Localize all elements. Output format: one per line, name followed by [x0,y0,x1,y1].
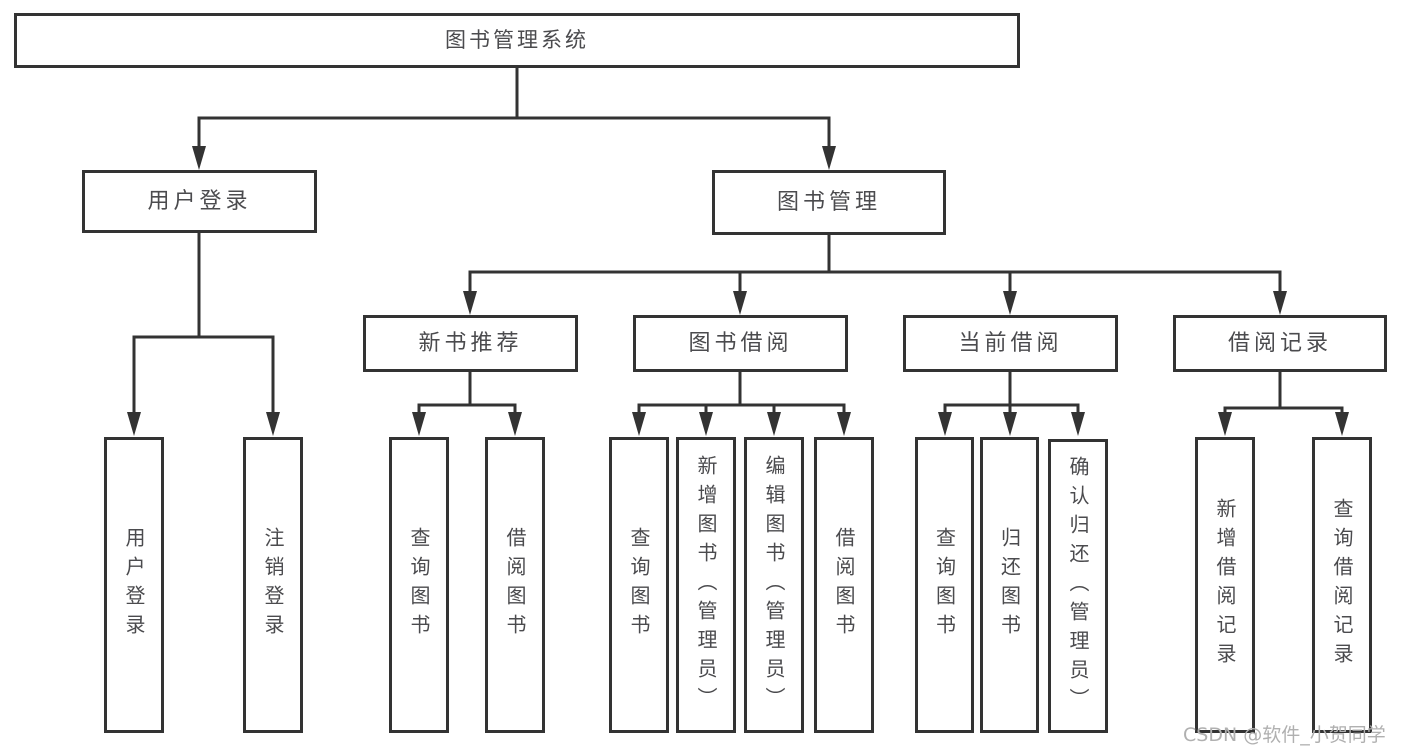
node-book-management: 图书管理 [712,170,946,235]
leaf-borrow-books-2-label: 借阅图书 [832,527,856,643]
leaf-logout-label: 注销登录 [261,527,285,643]
arrowheads [127,146,1349,436]
leaf-query-books-3-label: 查询图书 [932,527,957,643]
leaf-borrow-books-2: 借阅图书 [814,437,874,733]
node-user-login-label: 用户登录 [147,188,252,214]
leaf-query-borrow-record: 查询借阅记录 [1312,437,1372,733]
node-book-management-label: 图书管理 [776,189,881,215]
leaf-query-books-2: 查询图书 [609,437,669,733]
node-borrow-records: 借阅记录 [1173,315,1387,372]
leaf-add-books-admin-label: 新增图书（管理员） [694,454,718,716]
leaf-add-borrow-record: 新增借阅记录 [1195,437,1255,733]
leaf-user-login-label: 用户登录 [122,527,146,643]
node-user-login: 用户登录 [82,170,317,233]
node-book-borrow-label: 图书借阅 [688,330,793,356]
node-root-label: 图书管理系统 [445,28,589,52]
connector-lines [132,68,1344,418]
node-root: 图书管理系统 [14,13,1020,68]
leaf-return-books: 归还图书 [980,437,1039,733]
leaf-query-books-1: 查询图书 [389,437,449,733]
node-current-borrow: 当前借阅 [903,315,1118,372]
node-new-book-recommend: 新书推荐 [363,315,578,372]
leaf-return-books-label: 归还图书 [997,527,1022,643]
leaf-query-books-2-label: 查询图书 [627,527,651,643]
leaf-confirm-return-admin: 确认归还（管理员） [1048,439,1108,733]
leaf-edit-books-admin: 编辑图书（管理员） [744,437,804,733]
leaf-logout: 注销登录 [243,437,303,733]
leaf-query-borrow-record-label: 查询借阅记录 [1330,498,1354,672]
leaf-add-books-admin: 新增图书（管理员） [676,437,736,733]
node-borrow-records-label: 借阅记录 [1227,330,1332,356]
leaf-user-login: 用户登录 [104,437,164,733]
leaf-borrow-books-1: 借阅图书 [485,437,545,733]
leaf-query-books-1-label: 查询图书 [407,527,431,643]
node-current-borrow-label: 当前借阅 [958,330,1063,356]
csdn-watermark: CSDN @软件_小贺同学 [1183,724,1386,746]
leaf-add-borrow-record-label: 新增借阅记录 [1213,498,1237,672]
leaf-edit-books-admin-label: 编辑图书（管理员） [762,454,786,716]
node-book-borrow: 图书借阅 [633,315,848,372]
leaf-query-books-3: 查询图书 [915,437,974,733]
leaf-borrow-books-1-label: 借阅图书 [503,527,527,643]
leaf-confirm-return-admin-label: 确认归还（管理员） [1066,455,1090,717]
node-new-book-recommend-label: 新书推荐 [418,330,523,356]
